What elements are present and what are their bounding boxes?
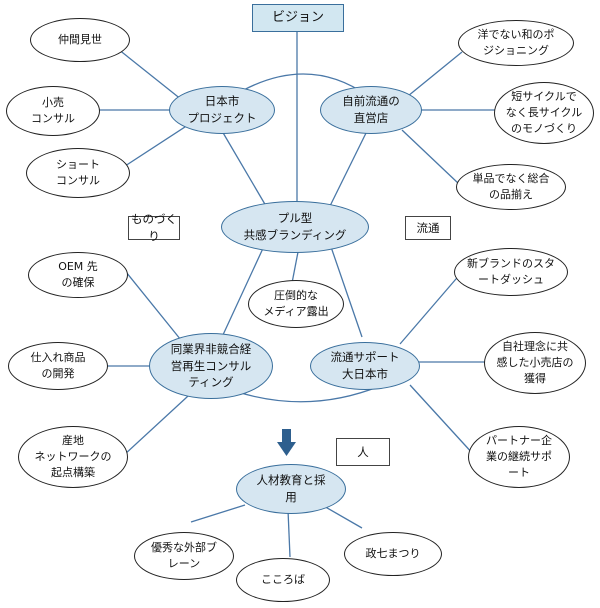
hub-distribution-support: 流通サポート 大日本市 xyxy=(310,342,420,390)
leaf-cycle: 短サイクルで なく長サイクル のモノづくり xyxy=(494,82,594,144)
hub-consulting: 同業界非競合経 営再生コンサル ティング xyxy=(149,333,273,399)
line-partner xyxy=(409,384,475,456)
line-nakama xyxy=(112,44,183,101)
leaf-nakama: 仲間見世 xyxy=(30,18,130,62)
leaf-kokoro: こころば xyxy=(236,558,330,602)
leaf-sanchi: 産地 ネットワークの 起点構築 xyxy=(18,426,128,488)
line-newbrand xyxy=(399,271,463,345)
leaf-short: ショート コンサル xyxy=(26,148,130,198)
line-oem xyxy=(121,266,186,346)
leaf-kouri: 小売 コンサル xyxy=(6,86,100,136)
leaf-media: 圧倒的な メディア露出 xyxy=(248,280,344,328)
line-tanpin xyxy=(401,129,460,185)
hub-center: プル型 共感ブランディング xyxy=(221,201,369,253)
label-hito: 人 xyxy=(336,438,390,466)
leaf-newbrand: 新ブランドのスタ ートダッシュ xyxy=(454,248,568,296)
line-brain xyxy=(190,504,246,523)
hub-direct-stores: 自前流通の 直営店 xyxy=(320,86,422,134)
line-center-media xyxy=(291,251,299,284)
line-japan-center xyxy=(221,130,267,207)
leaf-oem: OEM 先 の確保 xyxy=(28,252,128,298)
leaf-brain: 優秀な外部ブ レーン xyxy=(134,532,234,580)
leaf-tanpin: 単品でなく総合 の品揃え xyxy=(456,164,566,210)
leaf-jisha: 自社理念に共 感した小売店の 獲得 xyxy=(484,332,586,394)
line-center-consulting xyxy=(221,243,266,338)
leaf-partner: パートナー企 業の継続サポ ート xyxy=(468,426,570,488)
line-kokoro xyxy=(287,509,291,558)
leaf-masei: 政七まつり xyxy=(344,532,442,576)
leaf-shiire: 仕入れ商品 の開発 xyxy=(8,342,108,390)
hub-japan-project: 日本市 プロジェクト xyxy=(169,86,275,134)
label-ryutsu: 流通 xyxy=(405,216,451,240)
label-monozukuri: ものづくり xyxy=(128,212,180,243)
line-center-distribution xyxy=(329,243,363,338)
leaf-wayou: 洋でない和のポ ジショニング xyxy=(458,20,574,66)
line-short xyxy=(121,124,189,169)
line-wayou xyxy=(407,51,463,97)
hub-hr: 人材教育と採 用 xyxy=(236,464,346,514)
line-direct-center xyxy=(329,128,369,207)
vision-box: ビジョン xyxy=(252,4,344,32)
down-arrow-icon xyxy=(277,429,296,456)
line-masei xyxy=(321,504,363,529)
